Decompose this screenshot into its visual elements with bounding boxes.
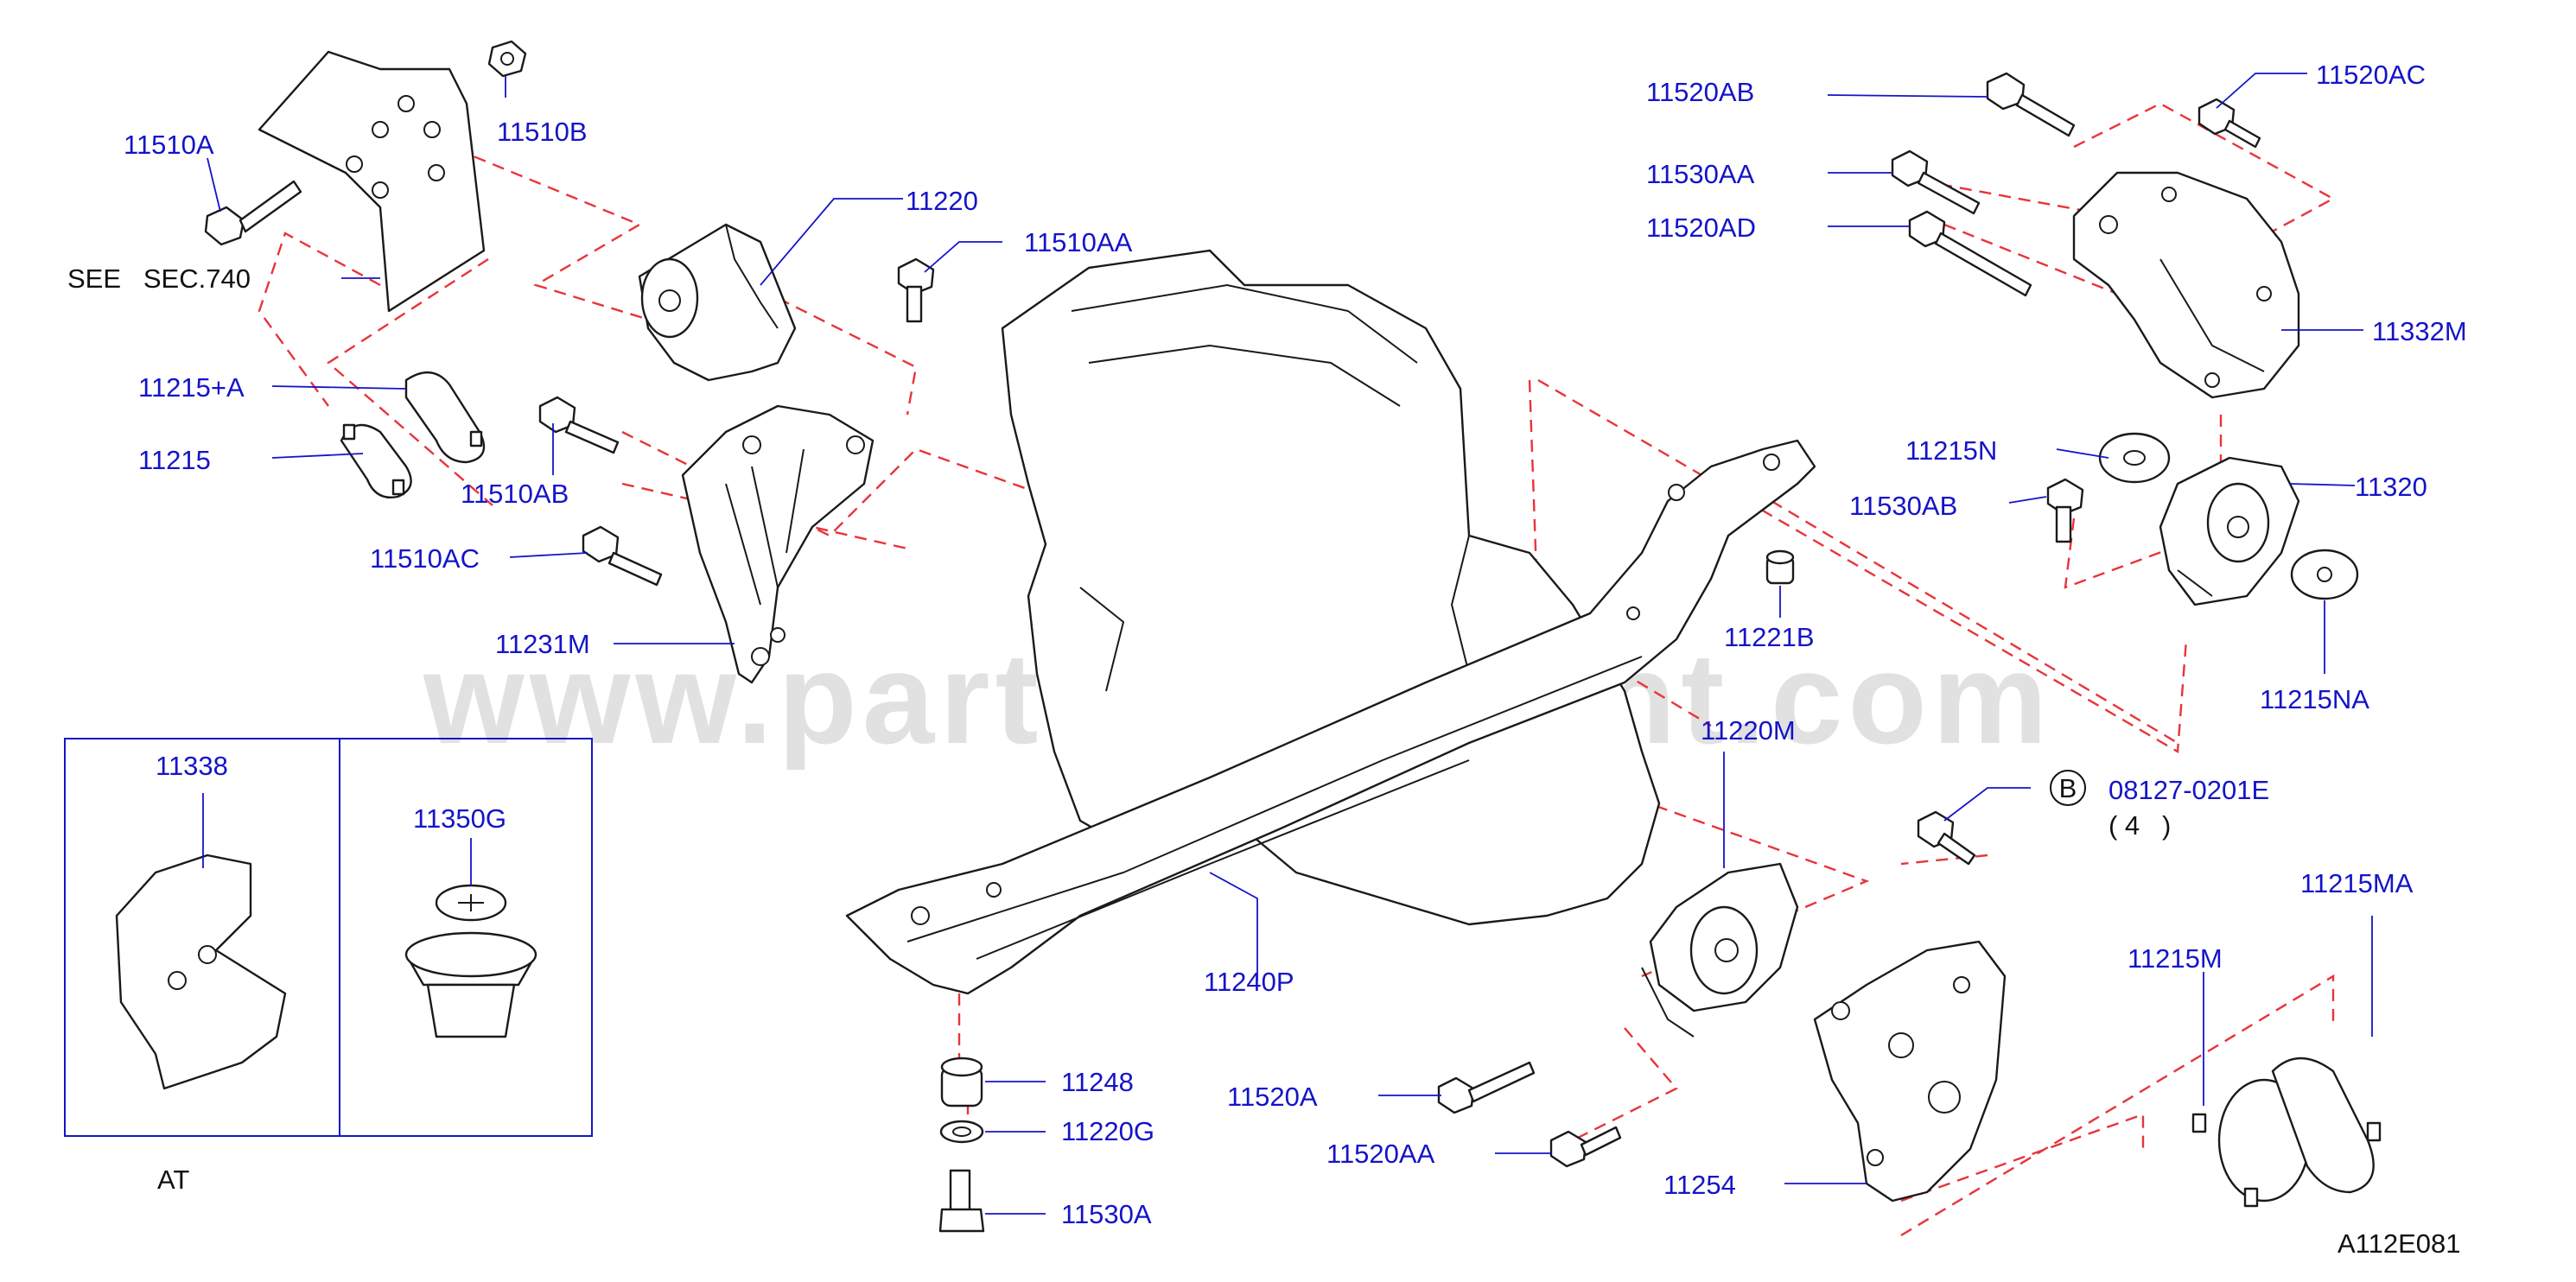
label-11338[interactable]: 11338 [156, 751, 228, 781]
label-11530A[interactable]: 11530A [1061, 1199, 1152, 1229]
label-11215MA[interactable]: 11215MA [2300, 868, 2414, 898]
label-11215NA[interactable]: 11215NA [2260, 684, 2369, 714]
label-11248[interactable]: 11248 [1061, 1067, 1134, 1097]
bolt-11530A[interactable] [938, 1169, 985, 1233]
bolt-11510AC[interactable] [582, 525, 663, 587]
label-11215M[interactable]: 11215M [2128, 943, 2223, 974]
bolt-11530AA[interactable] [1891, 149, 1981, 215]
label-11520A[interactable]: 11520A [1227, 1082, 1318, 1112]
label-11320[interactable]: 11320 [2355, 472, 2427, 502]
part-labels: 11510A 11510B 11220 11510AA 11215+A 1121… [124, 60, 2467, 1229]
callout-b-circle [2050, 770, 2086, 806]
at-panel [64, 738, 593, 1137]
alignment-lines [258, 102, 2336, 1237]
bolt-11510A[interactable] [204, 180, 302, 246]
washer-11215N[interactable] [2098, 432, 2171, 484]
bracket-sec740[interactable] [258, 50, 486, 313]
insulator-11220M[interactable] [1641, 862, 1799, 1038]
shim-11215MA[interactable] [2271, 1057, 2382, 1194]
bolt-11520A[interactable] [1437, 1061, 1536, 1114]
label-11510AB[interactable]: 11510AB [461, 479, 569, 509]
label-11520AA[interactable]: 11520AA [1326, 1139, 1435, 1169]
label-11350G[interactable]: 11350G [413, 803, 506, 834]
label-11231M[interactable]: 11231M [495, 629, 590, 659]
bolt-11520AD[interactable] [1908, 210, 2032, 297]
insulator-11220[interactable] [638, 223, 797, 382]
bolt-11530AB[interactable] [2046, 478, 2084, 543]
label-11221B[interactable]: 11221B [1724, 622, 1815, 652]
bracket-11332M[interactable] [2072, 171, 2300, 399]
label-11254[interactable]: 11254 [1663, 1170, 1736, 1200]
label-11220M[interactable]: 11220M [1701, 715, 1796, 746]
label-11215N[interactable]: 11215N [1905, 435, 1997, 466]
bolt-11510AB[interactable] [538, 396, 620, 454]
label-11530AA[interactable]: 11530AA [1646, 159, 1755, 189]
label-11510AC[interactable]: 11510AC [370, 543, 480, 574]
label-11220[interactable]: 11220 [906, 186, 978, 216]
label-11215-plus-a[interactable]: 11215+A [138, 372, 245, 403]
label-11520AC[interactable]: 11520AC [2316, 60, 2426, 90]
washer-11220G[interactable] [939, 1120, 984, 1144]
nut-11221B[interactable] [1765, 549, 1795, 585]
bolt-11510AA[interactable] [897, 257, 935, 323]
callout-b-letter: B [2059, 773, 2077, 803]
label-11240P[interactable]: 11240P [1204, 967, 1294, 997]
label-11520AB[interactable]: 11520AB [1646, 77, 1754, 107]
label-08127-0201E[interactable]: 08127-0201E [2109, 775, 2269, 805]
shim-11215-plus-a[interactable] [404, 371, 486, 464]
diagram-code: A112E081 [2337, 1228, 2461, 1259]
label-11220G[interactable]: 11220G [1061, 1116, 1154, 1146]
at-label: AT [157, 1165, 189, 1195]
label-11510AA[interactable]: 11510AA [1024, 227, 1133, 257]
label-11510A[interactable]: 11510A [124, 130, 214, 160]
bolt-11520AC[interactable] [2198, 98, 2261, 149]
label-11215[interactable]: 11215 [138, 445, 211, 475]
clip-11350G[interactable] [404, 884, 537, 1038]
shim-11215[interactable] [340, 423, 412, 498]
leader-lines [202, 73, 2373, 1215]
callout-quantity: ( 4 ) [2109, 810, 2171, 841]
protector-11338[interactable] [115, 854, 287, 1090]
nut-11510B[interactable] [487, 40, 527, 78]
label-11520AD[interactable]: 11520AD [1646, 213, 1756, 243]
label-11530AB[interactable]: 11530AB [1849, 491, 1957, 521]
bushing-11248[interactable] [940, 1057, 983, 1107]
see-section-note: SEE SEC.740 [67, 263, 251, 294]
bolt-11520AB[interactable] [1986, 72, 2076, 137]
engine-block [1001, 249, 1661, 926]
mount-11320[interactable] [2159, 456, 2300, 606]
washer-11215NA[interactable] [2290, 549, 2359, 600]
bracket-11254[interactable] [1813, 940, 2007, 1203]
crossmember-11240P[interactable] [845, 439, 1816, 995]
bolt-11520AA[interactable] [1549, 1126, 1622, 1168]
label-11510B[interactable]: 11510B [497, 117, 588, 147]
label-11332M[interactable]: 11332M [2372, 316, 2467, 346]
bracket-11231M[interactable] [681, 404, 875, 684]
